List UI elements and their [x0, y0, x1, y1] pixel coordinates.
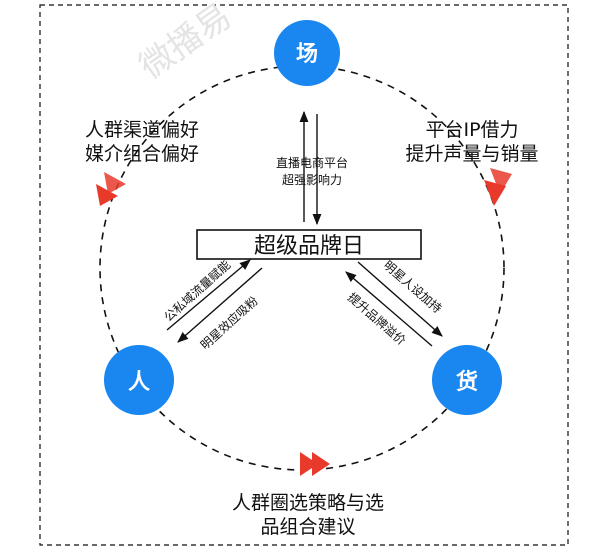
node-right: 货 [432, 345, 502, 415]
center-box [196, 229, 422, 260]
center-title: 超级品牌日 [254, 234, 364, 259]
outer-frame [39, 4, 569, 546]
right-arrow-up [345, 271, 433, 347]
caption-bottom-line1: 人群圈选策略与选 [232, 492, 384, 514]
arrowhead-left [96, 172, 126, 206]
caption-top-left-line2: 媒介组合偏好 [85, 143, 199, 165]
left-upper-label: 公私域流量赋能 [161, 258, 233, 325]
node-right-label: 货 [456, 369, 478, 395]
right-arrow-down [357, 261, 443, 337]
caption-top-left-line1: 人群渠道偏好 [85, 119, 199, 141]
arrowhead-bottom [300, 452, 330, 476]
right-upper-label: 明星人设加持 [381, 257, 445, 316]
node-top-label: 场 [296, 42, 318, 67]
vertical-label-line1: 直播电商平台 [276, 155, 348, 170]
vertical-label-line2: 超强影响力 [282, 172, 342, 187]
watermark-text: 微播易 [132, 0, 238, 87]
caption-top-right-line2: 提升声量与销量 [405, 143, 538, 165]
left-lower-label: 明星效应吸粉 [197, 293, 261, 352]
left-arrow-up [166, 259, 251, 331]
node-top: 场 [274, 20, 340, 86]
left-arrow-down [177, 267, 263, 343]
node-left: 人 [104, 345, 174, 415]
node-left-label: 人 [128, 370, 150, 395]
caption-top-right-line1: 平台IP借力 [425, 119, 518, 141]
caption-bottom-line2: 品组合建议 [260, 516, 355, 538]
arrowhead-right [484, 168, 512, 206]
